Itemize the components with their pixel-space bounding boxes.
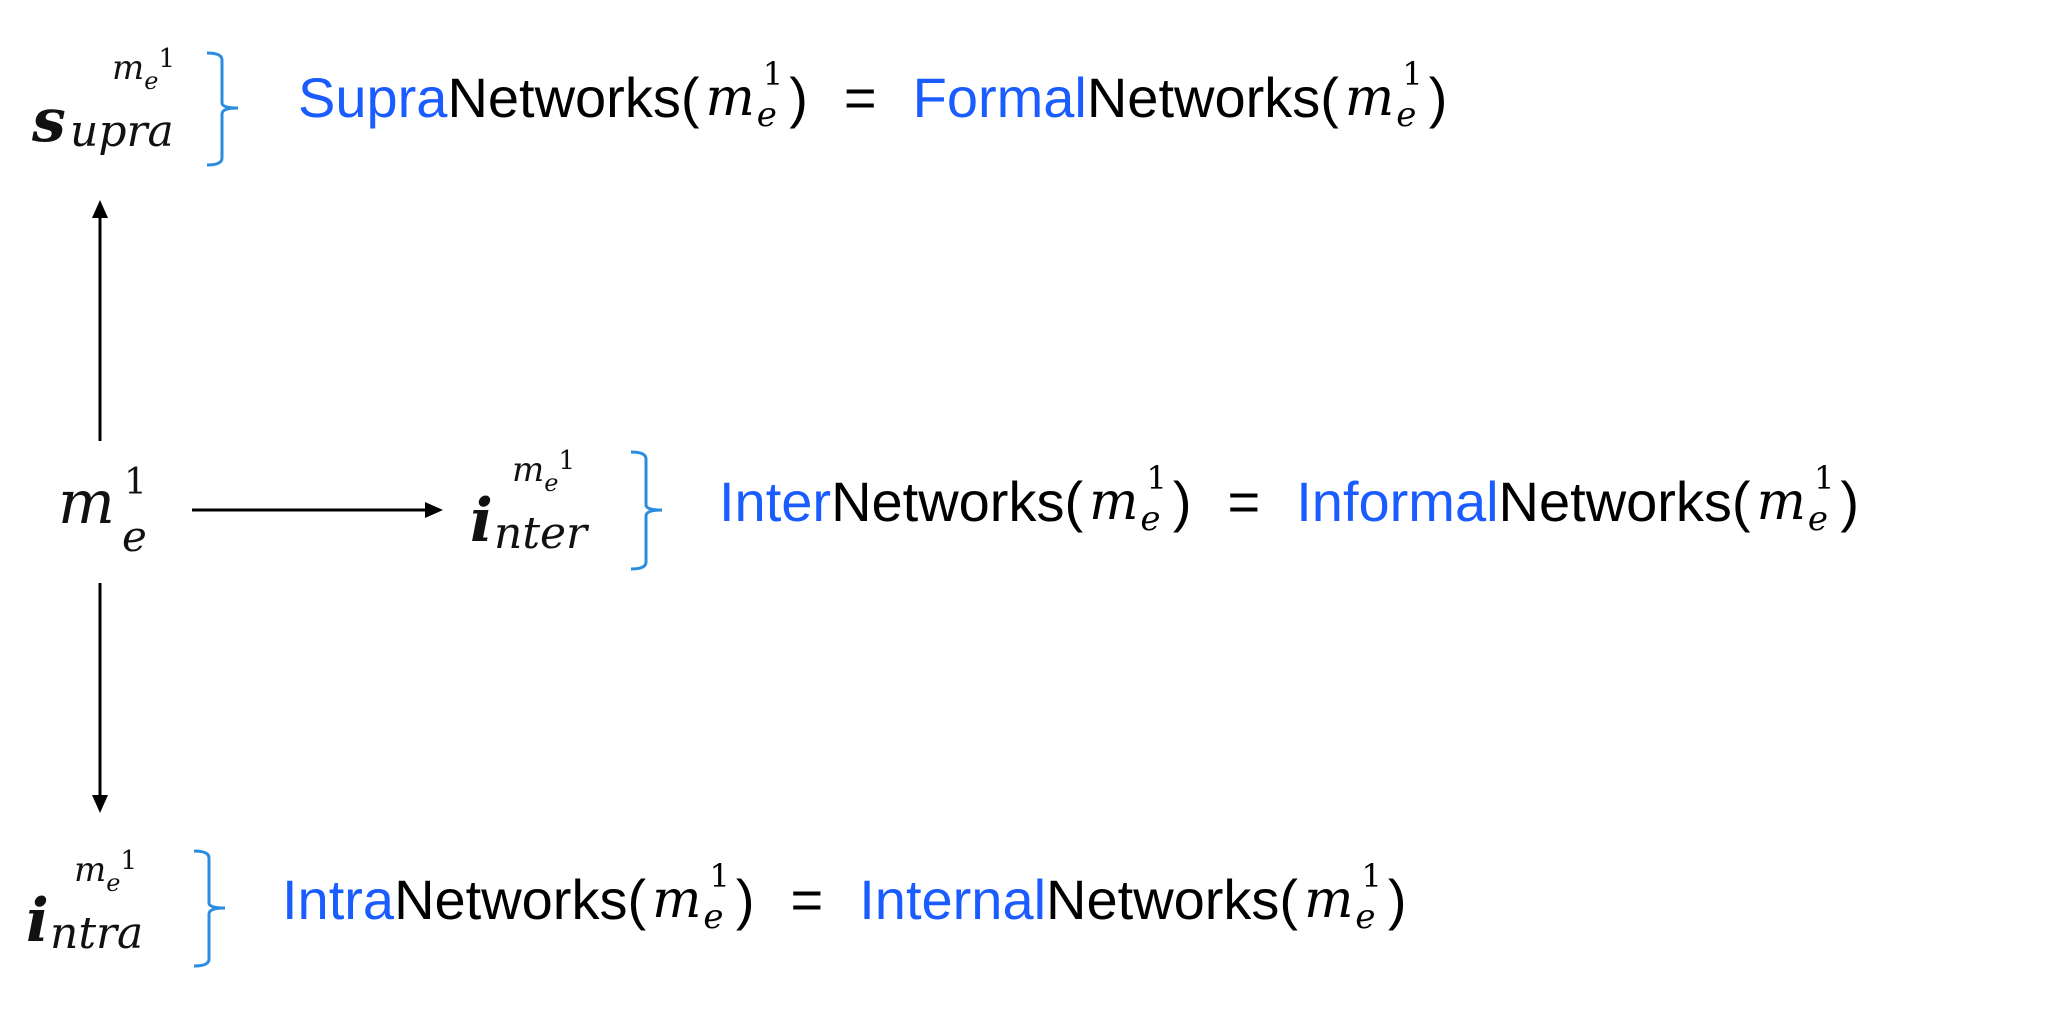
bracket-supra [206,51,239,167]
label-intra: Intra [282,868,395,931]
bracket-inter [630,450,663,571]
node-supra: me1 s upra [32,44,175,157]
label-informal: Informal [1296,470,1499,533]
bracket-intra [193,849,226,968]
label-supra: Supra [298,66,448,129]
arrow-right [192,502,443,518]
node-intra: me1 i ntra [26,846,144,959]
label-formal: Formal [912,66,1087,129]
label-internal: Internal [859,868,1047,931]
arrow-down [92,583,108,813]
label-inter: Inter [719,470,832,533]
arrow-up [92,200,108,441]
node-inter: me1 i nter [470,446,588,559]
